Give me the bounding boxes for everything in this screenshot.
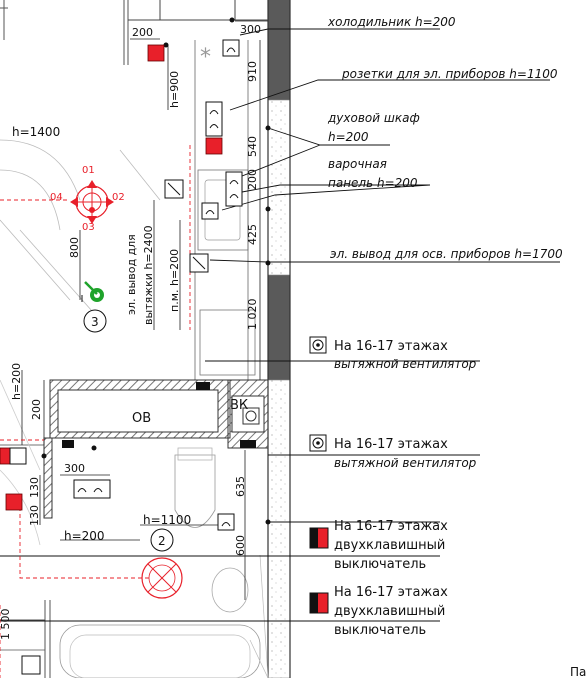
double-switch-icon (309, 527, 329, 549)
h900-label: h=900 (168, 71, 181, 108)
dim-200-mid: 200 (246, 169, 259, 190)
lighting-outlet-annotation: эл. вывод для осв. приборов h=1700 (330, 247, 563, 261)
green-sensor-icon (81, 281, 104, 302)
light-02-label: 02 (112, 192, 125, 203)
left-red-switch-2 (5, 493, 23, 511)
hood-outlet-line1: эл. вывод для (125, 234, 138, 315)
dim-300-mid: 300 (64, 462, 85, 475)
h200-left-label: h=200 (10, 363, 23, 400)
ceiling-light-red (70, 180, 114, 224)
plan-texts: ОВ ВК 3 2 h=1400 h=1100 h=200 Па 01 02 0… (10, 71, 586, 678)
shaft-damper-3 (62, 440, 74, 448)
dim-910: 910 (246, 61, 259, 82)
dim-800: 800 (68, 237, 81, 258)
room-3-marker (83, 309, 107, 333)
hood-outlet-line2: вытяжки h=2400 (142, 225, 155, 325)
switch-1-line2: двухклавишный (334, 538, 445, 553)
hob-outlet (225, 171, 243, 207)
dimension-ticks (41, 17, 271, 525)
h1100-label: h=1100 (143, 513, 191, 527)
double-socket-left (73, 479, 111, 499)
room-2-label: 2 (158, 534, 166, 548)
oven-annotation-2: h=200 (328, 130, 369, 144)
sockets-annotation: розетки для эл. приборов h=1100 (341, 67, 558, 81)
dim-635: 635 (234, 476, 247, 497)
exhaust-fan-icon (309, 336, 327, 354)
switch-1-line1: На 16-17 этажах (334, 519, 448, 534)
ceiling-light-bath (141, 557, 183, 599)
dim-1020: 1 020 (246, 299, 259, 331)
oven-annotation-1: духовой шкаф (327, 111, 420, 125)
oven-switch-red (205, 137, 223, 155)
switch-red-square (147, 44, 165, 62)
leader-lines (0, 28, 560, 622)
switch-2-line2: двухклавишный (334, 604, 445, 619)
switch-2-line1: На 16-17 этажах (334, 585, 448, 600)
h1400-label: h=1400 (12, 125, 60, 139)
devices: * (0, 39, 256, 675)
shaft-damper-2 (240, 440, 256, 448)
pm-h-label: п.м. h=200 (168, 249, 181, 312)
left-socket-box (9, 447, 27, 465)
dim-200-top: 200 (132, 26, 153, 39)
dim-540: 540 (246, 136, 259, 157)
bottom-left-box (21, 655, 41, 675)
dim-425: 425 (246, 224, 259, 245)
fridge-annotation: холодильник h=200 (327, 15, 456, 29)
wiring-dashed (0, 145, 191, 678)
dimension-texts: 200 300 300 910 540 200 425 1 020 800 20… (0, 23, 261, 640)
dimension-lines (21, 20, 268, 600)
hob-annotation-1: варочная (328, 157, 387, 171)
double-switch-icon-2 (309, 592, 329, 614)
exhaust-fan-2-line1: На 16-17 этажах (334, 437, 448, 452)
star-mark: * (200, 45, 211, 70)
switch-2-line3: выключатель (334, 623, 426, 638)
dim-1500: 1 500 (0, 609, 12, 641)
dim-130b: 130 (28, 505, 41, 526)
exhaust-fan-2-line2: вытяжной вентилятор (334, 456, 477, 470)
room-2-marker (150, 528, 174, 552)
light-03-label: 03 (82, 222, 95, 233)
room-3-label: 3 (91, 315, 99, 329)
hob-annotation-2: панель h=200 (328, 176, 418, 190)
dim-200-v: 200 (30, 399, 43, 420)
dim-130a: 130 (28, 477, 41, 498)
switch-1-line3: выключатель (334, 557, 426, 572)
exhaust-fan-1-line2: вытяжной вентилятор (334, 357, 477, 371)
ov-label: ОВ (132, 411, 151, 426)
vk-label: ВК (230, 398, 248, 413)
dim-300-top: 300 (240, 23, 261, 36)
outlet-box-sockets (205, 101, 223, 137)
left-red-switch-1 (0, 447, 11, 465)
dim-600: 600 (234, 535, 247, 556)
h200-bottom-label: h=200 (64, 529, 105, 543)
walls (0, 0, 291, 678)
exhaust-fan-1-line1: На 16-17 этажах (334, 339, 448, 354)
annotations: холодильник h=200 розетки для эл. прибор… (309, 15, 563, 638)
light-01-label: 01 (82, 165, 95, 176)
exhaust-fan-icon-2 (309, 434, 327, 452)
light-04-label: 04 (50, 192, 63, 203)
pa-label: Па (570, 665, 586, 678)
shaft-damper (196, 382, 210, 390)
